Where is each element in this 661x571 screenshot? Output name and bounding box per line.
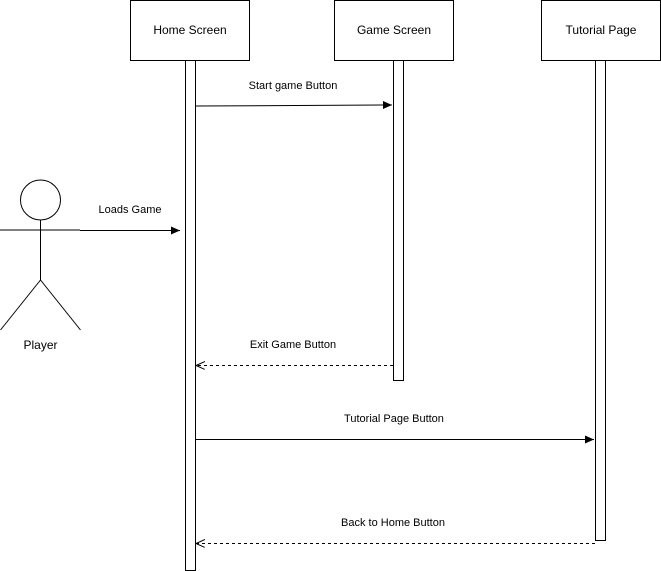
participant-label: Game Screen	[357, 23, 431, 37]
message-label: Tutorial Page Button	[344, 413, 444, 425]
message-label: Exit Game Button	[250, 339, 336, 351]
participant-label: Tutorial Page	[566, 23, 637, 37]
lifeline-activation	[393, 60, 404, 381]
lifeline-activation	[595, 60, 606, 541]
message-label: Start game Button	[249, 80, 338, 92]
message-loads-game: Loads Game	[80, 204, 180, 235]
message-tutorial-page: Tutorial Page Button	[196, 413, 594, 444]
lifeline-activation	[185, 60, 196, 571]
message-label: Loads Game	[99, 204, 162, 216]
actor-leg-left	[0, 279, 41, 331]
actor-label: Player	[23, 338, 57, 352]
message-label: Back to Home Button	[341, 517, 445, 529]
participant-box	[130, 0, 250, 61]
message-back-home: Back to Home Button	[196, 517, 595, 544]
participant-box	[334, 0, 454, 61]
participant-home-screen: Home Screen	[130, 0, 250, 571]
participant-label: Home Screen	[153, 23, 226, 37]
actor-leg-right	[40, 279, 81, 331]
message-arrow	[195, 101, 393, 110]
participant-game-screen: Game Screen	[334, 0, 454, 381]
actor-player: Player	[0, 179, 81, 352]
message-start-game: Start game Button	[195, 80, 393, 110]
message-exit-game: Exit Game Button	[196, 339, 393, 366]
participant-box	[541, 0, 661, 61]
stick-figure-icon	[20, 179, 61, 221]
participant-tutorial-page: Tutorial Page	[541, 0, 661, 541]
